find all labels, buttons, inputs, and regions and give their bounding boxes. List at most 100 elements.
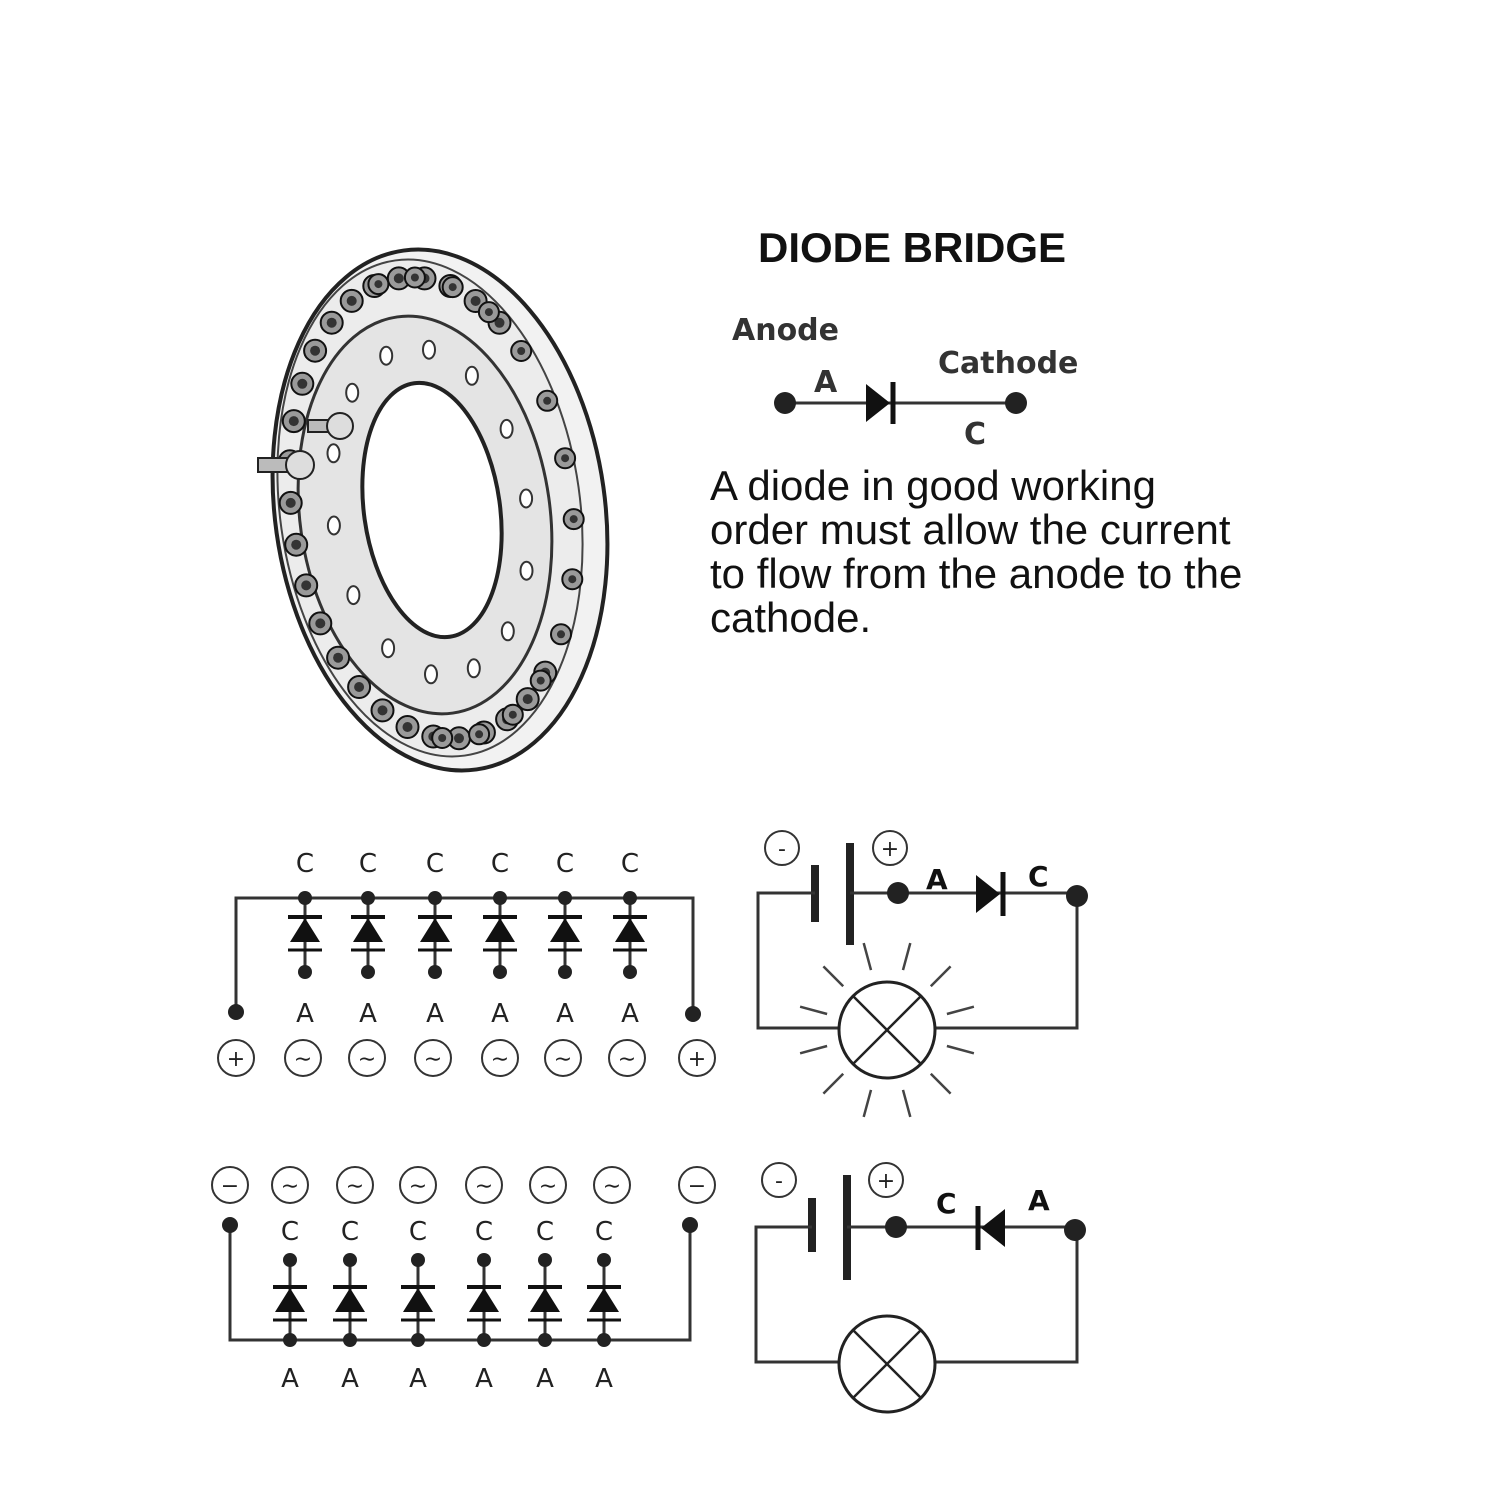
diode-icon (485, 918, 515, 942)
diode-symbol: Anode Cathode A C (732, 313, 1078, 452)
terminal-sign: − (688, 1174, 706, 1199)
mounting-hole (345, 382, 360, 403)
forward-cathode-label: C (1028, 860, 1049, 893)
terminal-sign: ∼ (281, 1174, 299, 1199)
cathode-pin-label: C (281, 1217, 299, 1247)
terminal-sign: + (227, 1047, 245, 1072)
terminal-circle (284, 1039, 322, 1077)
ring-diode (468, 723, 491, 746)
description-line: to flow from the anode to the (710, 550, 1242, 597)
anode-pin-label: A (426, 999, 444, 1029)
ring-diode (529, 669, 552, 692)
terminal-sign: ∼ (603, 1174, 621, 1199)
circuit-wire (754, 1225, 838, 1364)
battery-plus-terminal (868, 1162, 904, 1198)
forward-bias-circuit: - + A C (756, 830, 1088, 1118)
diode-icon (353, 918, 383, 942)
cathode-pin-label: C (341, 1217, 359, 1247)
ring-diode (326, 645, 351, 670)
ring-diode (395, 715, 420, 739)
bridge-diode (288, 891, 322, 979)
diode-triangle-icon (866, 384, 890, 422)
terminal-sign: ∼ (539, 1174, 557, 1199)
diode-icon (275, 1288, 305, 1312)
terminal-sign: ∼ (554, 1047, 572, 1072)
terminal-circle (271, 1166, 309, 1204)
positive-bus-wire (234, 896, 695, 1012)
anode-pin-label: A (536, 1364, 554, 1394)
ring-diode (308, 611, 333, 636)
mounting-hole (424, 664, 438, 685)
cathode-pin-label: C (595, 1217, 613, 1247)
bridge-diode (548, 891, 582, 979)
reverse-bias-circuit: - + C A (754, 1162, 1086, 1414)
terminal-sign: ∼ (294, 1047, 312, 1072)
anode-terminal (774, 392, 796, 414)
ring-diode (562, 508, 585, 531)
symbol-a-letter: A (814, 365, 838, 400)
anode-pin-label: A (621, 999, 639, 1029)
node (887, 882, 909, 904)
mounting-hole (326, 443, 341, 464)
node (1064, 1219, 1086, 1241)
ring-diode (550, 623, 572, 646)
bridge-diode (483, 891, 517, 979)
diode-icon (403, 1288, 433, 1312)
reverse-anode-label: A (1028, 1184, 1050, 1217)
ring-diode (441, 276, 464, 299)
description-line: A diode in good working (710, 462, 1156, 509)
node (1066, 885, 1088, 907)
ring-diode (477, 301, 500, 324)
page-title: DIODE BRIDGE (758, 224, 1066, 271)
diode-icon (615, 918, 645, 942)
bridge-diode (273, 1253, 307, 1347)
anode-pin-label: A (556, 999, 574, 1029)
terminal-circle (544, 1039, 582, 1077)
terminal-circle (336, 1166, 374, 1204)
cathode-terminal (1005, 392, 1027, 414)
diode-icon (290, 918, 320, 942)
mounting-hole (422, 339, 436, 360)
circuit-wire (850, 891, 1079, 1030)
reverse-diode-icon (981, 1209, 1005, 1247)
diode-bridge-ring-illustration (257, 247, 610, 773)
bus-end-node (685, 1006, 701, 1022)
diode-icon (469, 1288, 499, 1312)
forward-diode-icon (976, 875, 1000, 913)
ring-diode (284, 532, 309, 557)
ring-diode (510, 340, 533, 362)
battery-minus-sign: - (778, 837, 786, 862)
cathode-pin-label: C (621, 849, 639, 879)
anode-pin-label: A (475, 1364, 493, 1394)
terminal-circle (678, 1166, 716, 1204)
terminal-sign: ∼ (618, 1047, 636, 1072)
cathode-pin-label: C (359, 849, 377, 879)
ring-diode (367, 273, 390, 296)
ring-diode (403, 266, 426, 289)
ring-diode (278, 490, 303, 515)
bridge-diode (418, 891, 452, 979)
ring-diode (561, 568, 584, 591)
diode-icon (589, 1288, 619, 1312)
bus-end-node (228, 1004, 244, 1020)
cathode-pin-label: C (491, 849, 509, 879)
mounting-hole (499, 418, 514, 439)
ring-diode (281, 409, 306, 434)
ring-diode (294, 573, 319, 598)
ring-diode (303, 338, 328, 363)
mounting-hole (519, 488, 534, 509)
terminal-sign: ∼ (491, 1047, 509, 1072)
ring-diode (347, 675, 372, 699)
anode-pin-label: A (409, 1364, 427, 1394)
terminal-circle (678, 1039, 716, 1077)
forward-anode-label: A (926, 863, 948, 896)
anode-pin-label: A (595, 1364, 613, 1394)
diode-icon (550, 918, 580, 942)
ring-diode (339, 288, 364, 313)
cathode-pin-label: C (409, 1217, 427, 1247)
symbol-c-letter: C (964, 417, 986, 452)
bridge-diode (401, 1253, 435, 1347)
terminal-circle (481, 1039, 519, 1077)
terminal-sign: − (221, 1174, 239, 1199)
